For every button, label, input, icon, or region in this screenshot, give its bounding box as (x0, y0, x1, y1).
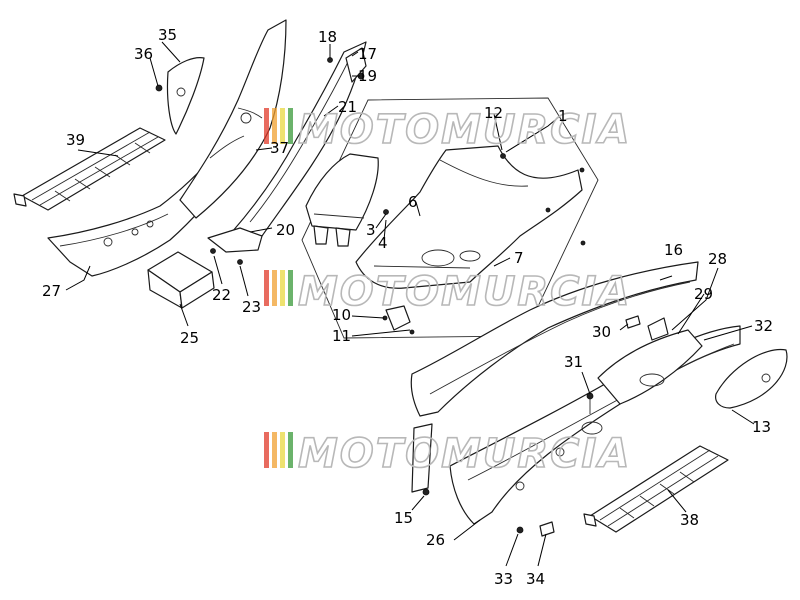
label-23: 23 (242, 298, 261, 316)
label-34: 34 (526, 570, 545, 588)
label-28: 28 (708, 250, 727, 268)
watermark-top: MOTOMURCIA (264, 106, 631, 154)
watermark-stripe-green (288, 270, 293, 306)
label-11: 11 (332, 327, 351, 345)
part-25-small-box (147, 251, 215, 309)
label-20: 20 (276, 221, 295, 239)
watermark-stripe-yellow (280, 108, 285, 144)
part-10-11-clips (382, 305, 415, 335)
label-27: 27 (42, 282, 61, 300)
label-16: 16 (664, 241, 683, 259)
label-26: 26 (426, 531, 445, 549)
watermark-stripe-red (264, 108, 269, 144)
watermark-stripe-green (288, 432, 293, 468)
label-37: 37 (270, 139, 289, 157)
label-19: 19 (358, 67, 377, 85)
label-33: 33 (494, 570, 513, 588)
leader-lines (65, 41, 755, 567)
label-3: 3 (366, 221, 376, 239)
watermark-stripe-orange (272, 108, 277, 144)
label-7: 7 (514, 249, 524, 267)
part-23-clip (237, 259, 243, 265)
part-1-central-tunnel (355, 145, 586, 289)
part-13-right-cover (715, 348, 788, 409)
label-12: 12 (484, 104, 503, 122)
label-18: 18 (318, 28, 337, 46)
watermark-middle: MOTOMURCIA (264, 268, 631, 316)
label-36: 36 (134, 45, 153, 63)
label-29: 29 (694, 285, 713, 303)
label-10: 10 (332, 306, 351, 324)
part-22-clip (210, 248, 216, 254)
part-32-right-footrest-area (597, 329, 703, 405)
part-36-screw (155, 84, 163, 92)
label-4: 4 (378, 234, 388, 252)
watermark-text: MOTOMURCIA (298, 269, 631, 315)
label-35: 35 (158, 26, 177, 44)
part-38-right-footboard-mat (583, 445, 729, 533)
watermark-text: MOTOMURCIA (298, 107, 631, 153)
label-22: 22 (212, 286, 231, 304)
part-20-21-center-rail (207, 41, 367, 253)
label-32: 32 (754, 317, 773, 335)
label-15: 15 (394, 509, 413, 527)
part-3-4-seat-piece (305, 153, 389, 247)
group-frame (301, 97, 599, 339)
label-6: 6 (408, 193, 418, 211)
label-39: 39 (66, 131, 85, 149)
label-1: 1 (558, 107, 568, 125)
label-30: 30 (592, 323, 611, 341)
part-17-bracket (345, 47, 367, 83)
label-17: 17 (358, 45, 377, 63)
watermark-stripe-yellow (280, 432, 285, 468)
label-21: 21 (338, 98, 357, 116)
label-38: 38 (680, 511, 699, 529)
watermark-stripe-orange (272, 270, 277, 306)
label-13: 13 (752, 418, 771, 436)
part-35-left-cover (166, 57, 205, 135)
watermark-text: MOTOMURCIA (298, 431, 631, 477)
watermark-stripe-green (288, 108, 293, 144)
part-18-screw (327, 57, 333, 63)
part-15-bracket (411, 423, 433, 496)
label-31: 31 (564, 353, 583, 371)
label-25: 25 (180, 329, 199, 347)
watermark-stripe-red (264, 270, 269, 306)
part-labels: 35 36 39 27 25 22 23 20 37 21 18 17 19 1… (42, 26, 773, 588)
watermark-stripe-orange (272, 432, 277, 468)
part-39-left-footboard-mat (13, 127, 166, 211)
part-33-34-fixings (516, 521, 555, 537)
watermark-bottom: MOTOMURCIA (264, 430, 631, 478)
part-37-left-floor-side (179, 19, 287, 219)
part-31-screw (586, 392, 594, 414)
watermark-stripe-yellow (280, 270, 285, 306)
watermark-stripe-red (264, 432, 269, 468)
